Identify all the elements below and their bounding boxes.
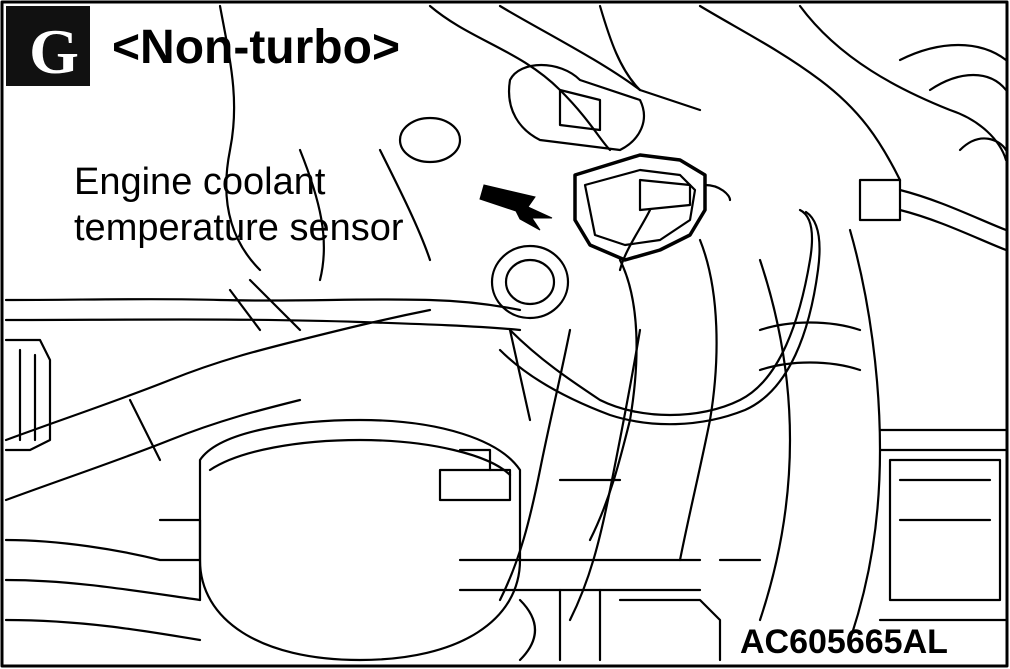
center-hose-right — [568, 328, 642, 622]
hose-top-left — [428, 4, 612, 152]
left-bracket — [4, 338, 52, 452]
left-hose-upper — [4, 338, 302, 442]
right-hose-left — [758, 258, 792, 622]
sensor-hose-right — [678, 238, 718, 562]
upper-housing-edge — [4, 298, 522, 312]
thermostat-housing — [198, 418, 522, 662]
sensor-connector — [573, 153, 707, 262]
pointer-arrow — [479, 184, 553, 231]
figure-id: AC605665AL — [740, 623, 948, 661]
section-letter: G — [29, 16, 79, 87]
upper-fitting — [507, 63, 645, 152]
sensor-hose-left — [588, 258, 638, 542]
callout-label-line2: temperature sensor — [74, 207, 404, 249]
wire-loop-1 — [508, 208, 814, 417]
round-boss — [490, 244, 570, 320]
right-hose-right — [848, 228, 882, 642]
left-hose-lower — [4, 398, 302, 502]
variant-label: <Non-turbo> — [112, 21, 400, 74]
wire-loop-2 — [498, 210, 821, 426]
right-box — [888, 458, 1002, 602]
section-badge: G — [6, 6, 90, 87]
callout-label-line1: Engine coolant — [74, 161, 326, 203]
